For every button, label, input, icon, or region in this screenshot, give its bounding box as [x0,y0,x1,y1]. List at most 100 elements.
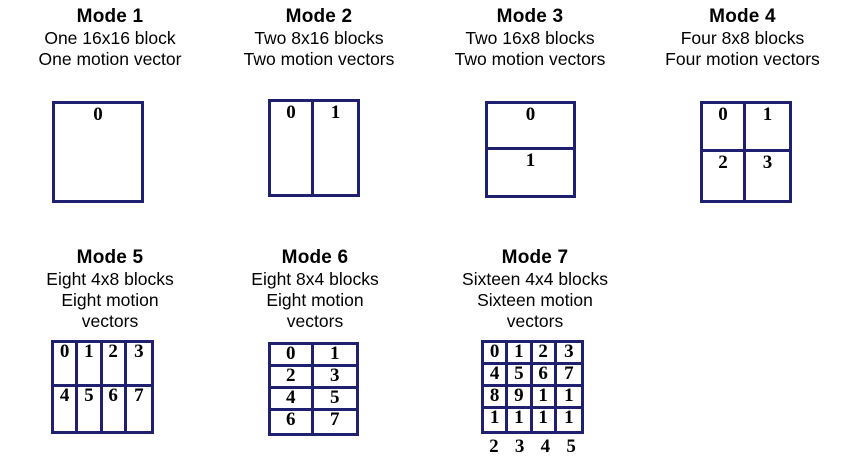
mode-5-desc-line-1: Eight 4x8 blocks [46,269,174,289]
block-label: 3 [762,152,773,173]
block-label: 1 [330,102,341,123]
overflow-digit: 3 [514,436,525,457]
block-label: 1 [538,387,548,406]
block-cell: 0 [54,343,79,387]
block-label: 2 [286,367,296,386]
block-label: 0 [718,104,728,125]
block-label: 1 [489,409,500,428]
block-label: 5 [330,389,340,408]
block-cell: 7 [314,411,357,433]
mode-5: Mode 5 Eight 4x8 blocks Eight motion vec… [12,247,208,332]
overflow-digit: 4 [540,436,551,457]
block-label: 7 [330,411,340,430]
mode-4-desc-line-2: Four motion vectors [665,49,820,69]
block-label: 1 [564,387,574,406]
mode-6: Mode 6 Eight 8x4 blocks Eight motion vec… [222,247,408,332]
mode-4-desc-line-1: Four 8x8 blocks [680,28,805,48]
mode-7-block-grid: 0 1 2 3 4 5 6 7 8 9 1 1 [481,340,584,434]
block-label: 9 [514,387,524,406]
mode-7: Mode 7 Sixteen 4x4 blocks Sixteen motion… [427,247,643,332]
block-cell: 1 [484,409,509,431]
block-cell: 4 [484,365,509,387]
block-label: 5 [514,365,524,384]
mode-3-title: Mode 3 [496,6,564,27]
block-label: 8 [489,387,500,406]
block-label: 7 [564,365,574,384]
mode-2-desc-line-1: Two 8x16 blocks [254,28,384,48]
block-cell: 0 [271,345,314,367]
block-cell: 8 [484,387,509,409]
block-label: 4 [59,387,70,406]
block-label: 6 [108,387,118,406]
block-label: 1 [762,104,773,125]
block-cell: 1 [508,343,533,365]
block-cell: 4 [54,387,79,431]
block-cell: 1 [314,102,357,194]
mode-6-title: Mode 6 [281,247,349,268]
mode-7-desc-line-1: Sixteen 4x4 blocks [462,269,608,289]
mode-2-desc-line-2: Two motion vectors [243,49,395,69]
mode-4-title: Mode 4 [709,6,776,27]
block-label: 1 [514,343,524,362]
mode-3: Mode 3 Two 16x8 blocks Two motion vector… [420,6,640,70]
block-label: 3 [330,367,340,386]
block-cell: 0 [488,104,573,150]
mode-7-desc-line-2: Sixteen motion vectors [477,290,593,331]
block-cell: 3 [746,152,789,200]
overflow-digit: 2 [489,436,499,457]
block-cell: 6 [532,365,557,387]
block-cell: 0 [271,102,314,194]
mode-5-desc-line-2: Eight motion vectors [61,290,159,331]
block-cell: 1 [313,345,356,367]
mode-5-block-grid: 0 1 2 3 4 5 6 7 [51,340,154,434]
block-cell: 9 [508,387,533,409]
block-label: 2 [718,152,728,173]
block-label: 4 [489,365,500,384]
block-label: 7 [134,387,144,406]
mode-7-title: Mode 7 [501,247,569,268]
block-cell: 1 [508,409,533,431]
mode-5-title: Mode 5 [76,247,144,268]
mode-1-block-grid: 0 [52,101,144,203]
block-label: 0 [93,104,103,125]
block-cell: 2 [102,343,127,387]
block-cell: 3 [126,343,151,387]
mode-6-block-grid: 0 1 2 3 4 5 6 7 [268,342,359,436]
block-cell: 1 [488,150,573,196]
block-cell: 7 [556,365,581,387]
block-cell: 1 [746,104,789,152]
overflow-digit: 5 [566,436,576,457]
block-label: 1 [514,409,524,428]
block-label: 1 [84,343,94,362]
block-label: 0 [286,102,296,123]
block-cell: 1 [532,387,557,409]
mode-4-block-grid: 0 1 2 3 [700,101,792,203]
mode-6-desc-line-2: Eight motion vectors [266,290,364,331]
block-label: 3 [134,343,144,362]
block-label: 1 [525,149,536,171]
block-cell: 5 [313,389,356,411]
mode-3-desc-line-2: Two motion vectors [454,49,606,69]
block-label: 0 [59,343,70,362]
block-cell: 0 [484,343,509,365]
block-cell: 2 [703,152,746,200]
block-label: 1 [330,345,340,364]
block-cell: 1 [556,387,581,409]
block-label: 4 [286,389,296,408]
mode-3-block-grid: 0 1 [485,101,576,198]
block-label: 1 [564,409,574,428]
block-cell: 7 [127,387,151,431]
block-label: 5 [84,387,94,406]
mode-2-block-grid: 0 1 [268,99,360,197]
block-cell: 5 [508,365,533,387]
block-cell: 3 [313,367,356,389]
block-cell: 6 [271,411,314,433]
block-cell: 2 [532,343,557,365]
block-cell: 1 [533,409,557,431]
block-label: 2 [538,343,548,362]
block-label: 0 [489,343,500,362]
block-cell: 0 [703,104,746,152]
mode-4: Mode 4 Four 8x8 blocks Four motion vecto… [635,6,850,70]
mode-6-desc-line-1: Eight 8x4 blocks [251,269,379,289]
